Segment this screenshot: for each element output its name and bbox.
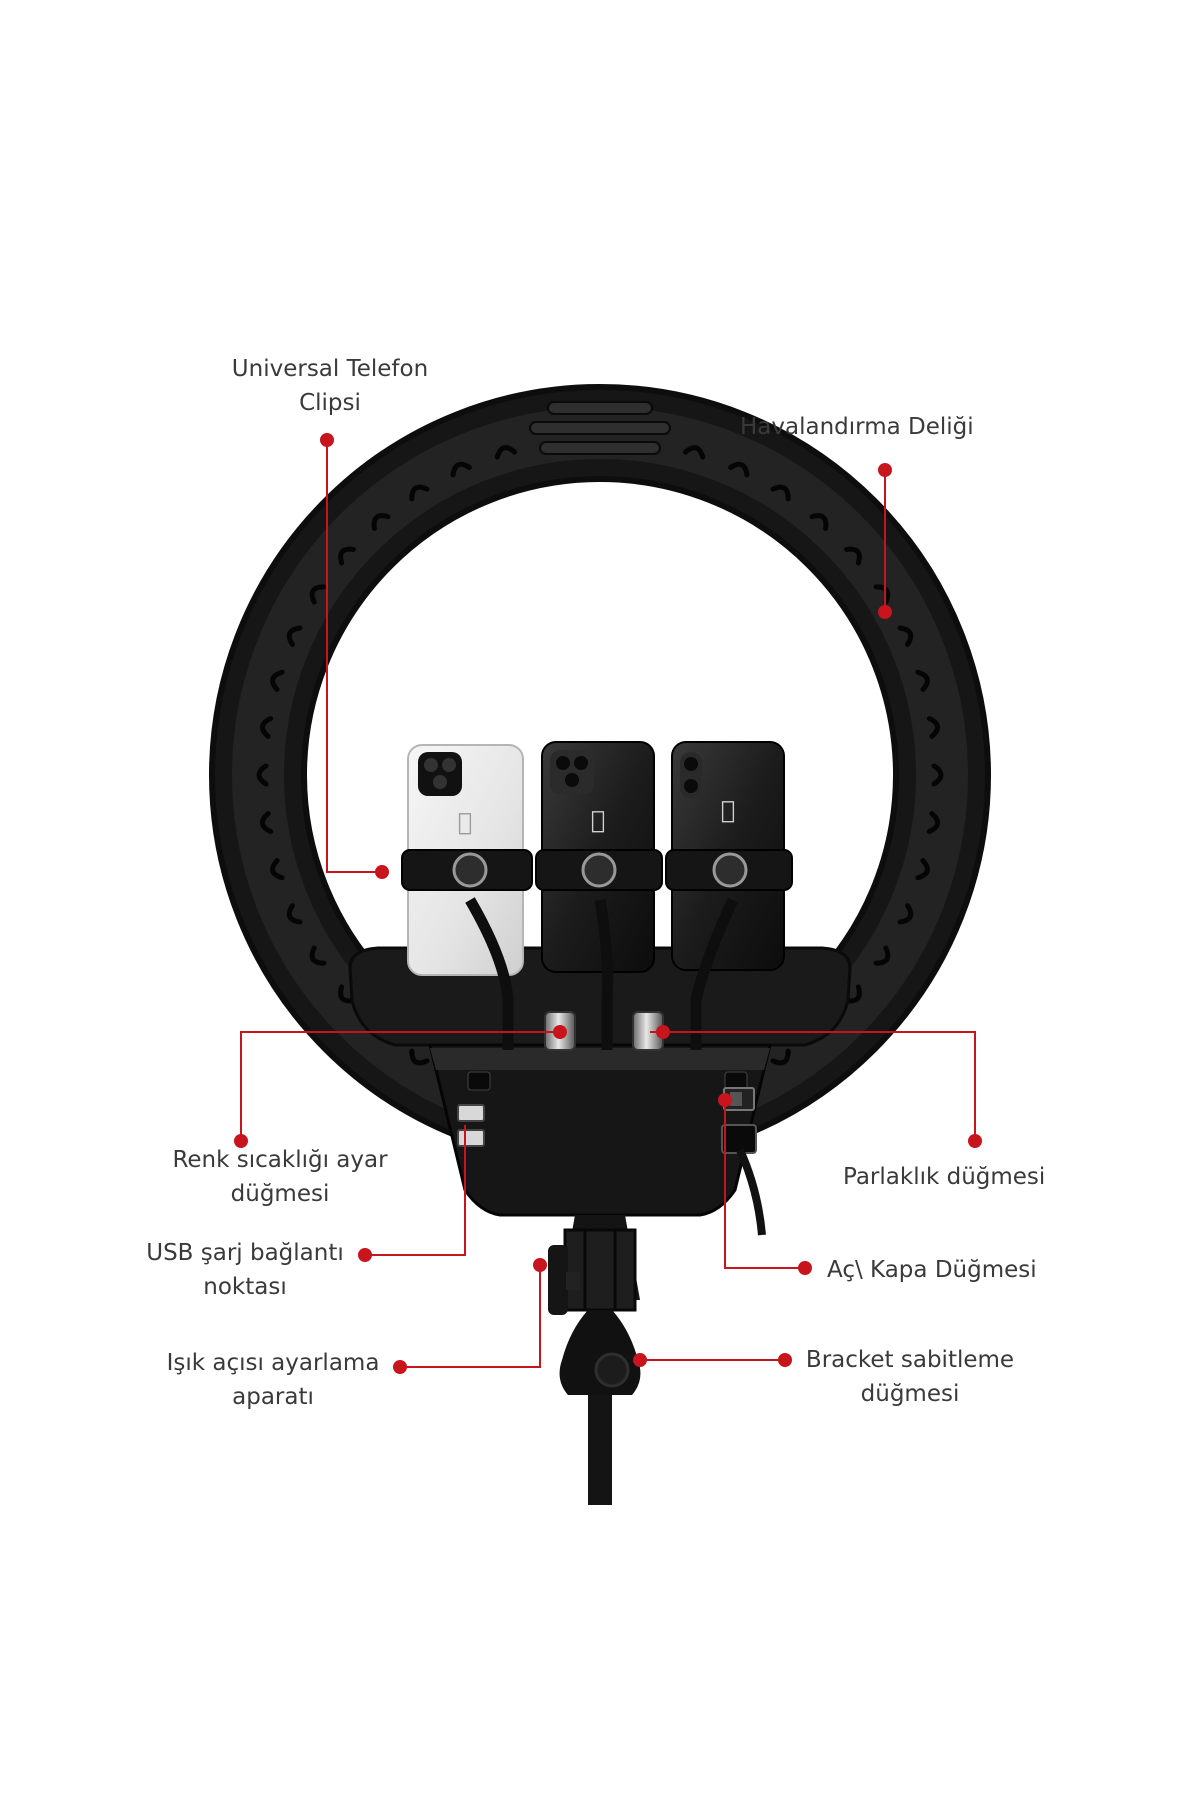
apple-logo-icon: 	[591, 806, 605, 834]
vent-slit	[926, 811, 941, 834]
label-color-temp: Renk sıcaklığı ayar düğmesi	[172, 1147, 388, 1207]
vent-slit	[809, 513, 829, 531]
vent-slit	[409, 484, 430, 502]
phone-clips	[401, 849, 793, 1050]
label-power: Aç\ Kapa Düğmesi	[827, 1257, 1037, 1283]
vent-slit	[409, 1048, 430, 1066]
vent-slit	[371, 513, 391, 531]
vent-slit	[309, 945, 327, 966]
leader-lines	[240, 440, 976, 1368]
label-angle: Işık açısı ayarlama aparatı	[166, 1350, 380, 1410]
usb-port-icon	[457, 1129, 485, 1147]
label-phone-clip: Universal Telefon Clipsi	[231, 356, 429, 416]
label-vent: Havalandırma Deliği	[740, 414, 974, 440]
vent-slit	[897, 625, 914, 647]
vent-slit	[286, 625, 303, 647]
apple-logo-icon: 	[458, 808, 472, 836]
label-bracket: Bracket sabitleme düğmesi	[805, 1347, 1015, 1407]
vent-slit	[926, 716, 941, 739]
vent-slit	[931, 763, 944, 787]
label-usb: USB şarj bağlantı noktası	[146, 1240, 344, 1300]
vent-slit	[844, 546, 862, 566]
callout-dots	[234, 433, 982, 1374]
vent-slit	[270, 858, 285, 881]
vent-slit	[259, 716, 274, 739]
vent-slit	[915, 669, 930, 692]
usb-port-icon	[457, 1104, 485, 1122]
label-brightness: Parlaklık düğmesi	[843, 1164, 1046, 1190]
vent-slit	[897, 903, 914, 925]
vent-slit	[873, 584, 891, 605]
vent-slit	[915, 858, 930, 881]
vent-slit	[259, 811, 274, 834]
vent-slit	[683, 445, 706, 460]
vent-slit	[270, 669, 285, 692]
vent-slit	[494, 445, 517, 460]
bracket-knob-icon	[594, 1352, 630, 1388]
vent-slit	[450, 461, 472, 478]
angle-knob-icon	[548, 1245, 580, 1315]
vent-slit	[873, 945, 891, 966]
apple-logo-icon: 	[721, 796, 735, 824]
vent-slit	[256, 763, 269, 787]
vent-slit	[286, 903, 303, 925]
vent-slit	[770, 484, 791, 502]
vent-slit	[309, 584, 327, 605]
vent-slit	[728, 461, 750, 478]
vent-slit	[770, 1048, 791, 1066]
vent-slit	[338, 546, 356, 566]
